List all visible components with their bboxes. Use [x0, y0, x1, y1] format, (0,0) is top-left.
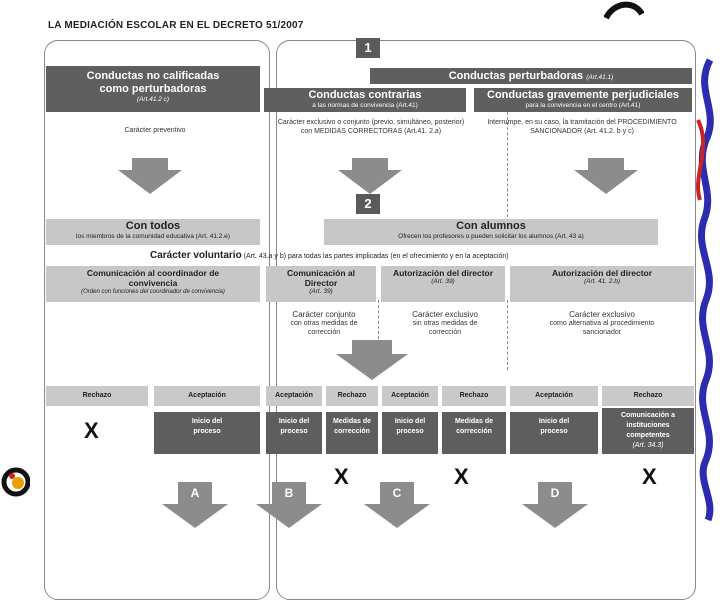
dashed-separator	[378, 300, 379, 370]
auth-director-comunicacion-title: Comunicación al Director	[286, 268, 355, 288]
x-mark-director: X	[334, 464, 349, 489]
result-inicio-director: Inicio del proceso	[266, 412, 322, 454]
con-alumnos-sub: Ofrecen los profesores o pueden solicita…	[398, 233, 584, 240]
auth-director-41-ref: (Art. 41. 2.b)	[583, 278, 621, 285]
header-gravemente-sub: para la convivencia en el centro (Art.41…	[525, 102, 641, 109]
header-perturbadoras-ref: (Art.41.1)	[586, 74, 614, 81]
auth-director-39: Autorización del director (Art. 39)	[381, 266, 505, 302]
outcome-arrow-c-shape	[364, 482, 430, 528]
result-medidas-auth39: Medidas de corrección	[442, 412, 506, 454]
auth-director-39-title: Autorización del director	[392, 268, 494, 278]
header-gravemente-title: Conductas gravemente perjudiciales	[487, 89, 679, 101]
label-aceptacion-auth39: Aceptación	[382, 386, 438, 406]
outcome-arrow-b-shape	[256, 482, 322, 528]
character-exclusivo: Carácter exclusivo sin otras medidas de …	[384, 310, 506, 337]
con-alumnos-title: Con alumnos	[456, 220, 526, 232]
voluntario-rest: (Art. 43.a y b) para todas las partes im…	[243, 253, 509, 260]
outcome-arrow-a-shape	[162, 482, 228, 528]
auth-director-comunicacion: Comunicación al Director (Art. 39)	[266, 266, 376, 302]
result-inicio-auth39: Inicio del proceso	[382, 412, 438, 454]
header-perturbadoras: Conductas perturbadoras (Art.41.1)	[370, 68, 692, 84]
result-inicio-col1: Inicio del proceso	[154, 412, 260, 454]
decorative-swirl-right	[696, 58, 714, 522]
decorative-swirl-top	[604, 1, 644, 20]
outcome-arrow-b: B	[256, 482, 322, 540]
outcome-arrow-a: A	[162, 482, 228, 540]
header-perturbadoras-title: Conductas perturbadoras	[448, 70, 584, 82]
label-rechazo-col1: Rechazo	[46, 386, 148, 406]
arrow-down-col2	[338, 158, 402, 194]
outcome-label-a: A	[190, 486, 200, 500]
step-2-badge: 2	[356, 194, 380, 214]
result-comunicacion-text: Comunicación a instituciones competentes	[620, 412, 676, 439]
outcome-arrow-d: D	[522, 482, 588, 540]
con-todos-title: Con todos	[125, 220, 181, 232]
header-gravemente: Conductas gravemente perjudiciales para …	[474, 88, 692, 112]
arrow-down-col1	[118, 158, 182, 194]
voluntario-lead: Carácter voluntario	[150, 250, 242, 261]
auth-coordinador-title: Comunicación al coordinador de convivenc…	[86, 268, 220, 288]
note-preventivo: Carácter preventivo	[124, 127, 186, 134]
arrow-down-center	[336, 340, 408, 380]
label-rechazo-auth39: Rechazo	[442, 386, 506, 406]
decorative-swirl-left	[1, 467, 30, 497]
outcome-label-c: C	[392, 486, 402, 500]
box-con-alumnos: Con alumnos Ofrecen los profesores o pue…	[324, 219, 658, 245]
dashed-separator	[507, 300, 508, 370]
character-conjunto-title: Carácter conjunto	[292, 310, 356, 319]
auth-coordinador: Comunicación al coordinador de convivenc…	[46, 266, 260, 302]
header-no-calificadas-title: Conductas no calificadas como perturbado…	[86, 70, 220, 95]
x-mark-auth41: X	[642, 464, 657, 489]
character-alternativa: Carácter exclusivo como alternativa al p…	[512, 310, 692, 337]
outcome-label-d: D	[550, 486, 560, 500]
frame-column-1	[44, 40, 270, 600]
label-aceptacion-director: Aceptación	[266, 386, 322, 406]
label-rechazo-auth41: Rechazo	[602, 386, 694, 406]
character-conjunto-body: con otras medidas de corrección	[290, 320, 358, 336]
result-comunicacion-ref: (Art. 34.3)	[632, 442, 664, 449]
label-aceptacion-col1: Aceptación	[154, 386, 260, 406]
result-medidas-director: Medidas de corrección	[326, 412, 378, 454]
arrow-down-col3	[574, 158, 638, 194]
voluntario-line: Carácter voluntario (Art. 43.a y b) para…	[150, 250, 710, 261]
outcome-arrow-c: C	[364, 482, 430, 540]
result-inicio-auth41: Inicio del proceso	[510, 412, 598, 454]
character-conjunto: Carácter conjunto con otras medidas de c…	[270, 310, 378, 337]
note-gravemente: Interrumpe, en su caso, la tramitación d…	[487, 119, 677, 135]
header-contrarias: Conductas contrarias a las normas de con…	[264, 88, 466, 112]
label-rechazo-director: Rechazo	[326, 386, 378, 406]
note-contrarias: Carácter exclusivo o conjunto (previo, s…	[277, 119, 465, 135]
auth-director-comunicacion-ref: (Art. 39)	[309, 288, 333, 295]
auth-coordinador-ref: (Orden con funciones del coordinador de …	[81, 289, 225, 295]
step-1-badge: 1	[356, 38, 380, 58]
x-mark-col1: X	[84, 418, 99, 443]
header-no-calificadas: Conductas no calificadas como perturbado…	[46, 66, 260, 112]
header-contrarias-title: Conductas contrarias	[308, 89, 422, 101]
auth-director-39-ref: (Art. 39)	[431, 278, 455, 285]
auth-director-41: Autorización del director (Art. 41. 2.b)	[510, 266, 694, 302]
header-contrarias-sub: a las normas de convivencia (Art.41)	[312, 102, 418, 109]
outcome-label-b: B	[284, 486, 294, 500]
character-alternativa-title: Carácter exclusivo	[569, 310, 635, 319]
outcome-arrow-d-shape	[522, 482, 588, 528]
character-exclusivo-body: sin otras medidas de corrección	[412, 320, 478, 336]
label-aceptacion-auth41: Aceptación	[510, 386, 598, 406]
box-con-todos: Con todos los miembros de la comunidad e…	[46, 219, 260, 245]
x-mark-auth39: X	[454, 464, 469, 489]
con-todos-sub: los miembros de la comunidad educativa (…	[76, 233, 230, 240]
header-no-calificadas-ref: (Art.41.2 c)	[136, 96, 170, 103]
result-comunicacion-instituciones: Comunicación a instituciones competentes…	[602, 408, 694, 454]
character-exclusivo-title: Carácter exclusivo	[412, 310, 478, 319]
diagram-title: LA MEDIACIÓN ESCOLAR EN EL DECRETO 51/20…	[48, 20, 304, 31]
auth-director-41-title: Autorización del director	[551, 268, 653, 278]
character-alternativa-body: como alternativa al procedimiento sancio…	[549, 320, 655, 336]
dashed-separator	[507, 112, 508, 222]
